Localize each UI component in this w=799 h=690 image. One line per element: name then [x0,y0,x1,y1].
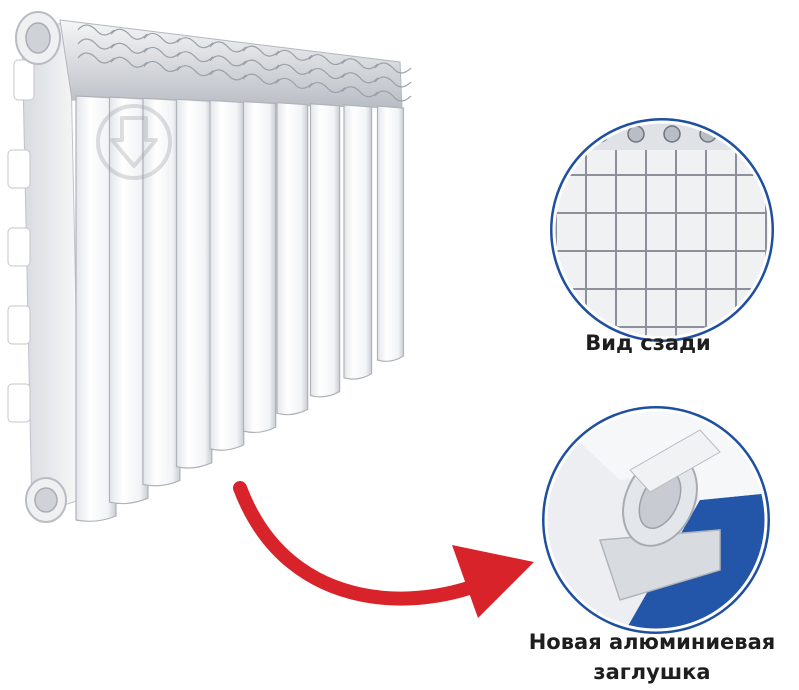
new-aluminium-plug-label: Новая алюминиевая заглушка [505,627,799,687]
top-inlet-pipe [15,11,61,65]
convector-fin [176,37,214,77]
radiator-section [175,98,213,469]
plug-zoom [542,406,770,634]
radiator [7,11,412,523]
convector-fin [77,24,115,64]
radiator-section [376,105,405,362]
radiator-side-notches [7,59,35,423]
radiator-sections [75,95,405,522]
radiator-section [142,97,181,487]
radiator-section [242,100,277,434]
top-convector-fins [77,24,412,102]
download-watermark-icon [96,104,172,180]
radiator-section [276,102,309,416]
convector-fin [110,28,148,68]
radiator-section [209,99,245,451]
plug-label-line-1: Новая алюминиевая [528,630,776,654]
back-knob [735,125,753,143]
convector-fin [374,62,412,102]
plug-label-line-2: заглушка [593,660,711,684]
convector-fin [209,41,247,81]
convector-fin [341,58,379,98]
back-view-label: Вид сзади [585,331,711,355]
back-knob [627,125,645,143]
bottom-inlet-pipe [25,477,67,523]
red-arrow [233,481,534,618]
convector-fin [275,49,313,89]
convector-fin [143,32,181,73]
convector-fin [308,53,346,94]
convector-fin [242,45,280,85]
back-knob [663,125,681,143]
radiator-section [108,96,149,505]
radiator-section [309,103,341,398]
radiator-section [75,95,117,522]
back-view-zoom [550,118,774,342]
radiator-section [343,104,373,380]
